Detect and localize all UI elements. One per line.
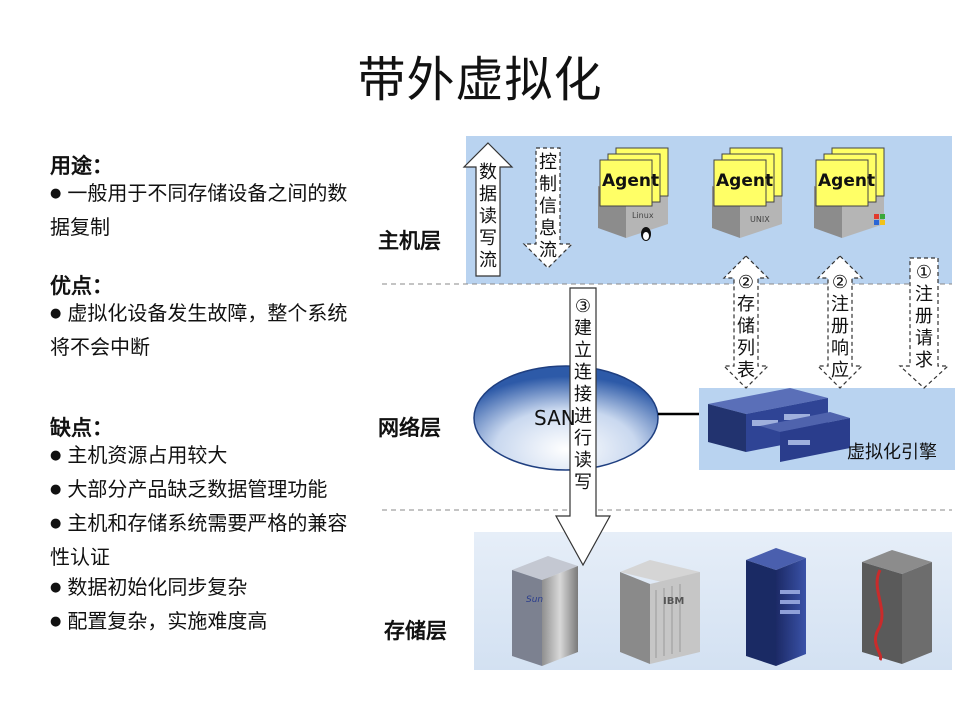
data-rw-arrow	[462, 142, 514, 277]
pros-heading: 优点：	[50, 274, 113, 298]
page-title: 带外虚拟化	[357, 52, 603, 108]
svg-text:Sun: Sun	[526, 595, 543, 605]
storage-layer-label: 存储层	[384, 619, 447, 643]
agent-label: Agent	[602, 171, 660, 191]
network-layer-label: 网络层	[378, 416, 441, 440]
agent-note-1	[599, 147, 669, 207]
cons-item: 主机和存储系统需要严格的兼容性认证	[50, 508, 350, 572]
register-req-arrow	[898, 257, 950, 389]
san-cloud	[473, 365, 659, 471]
connect-arrow-label: ③建立连接进行读写	[574, 296, 592, 493]
data-rw-arrow-label: 数据读写流	[479, 162, 497, 271]
register-req-arrow-label: ①注册请求	[915, 262, 933, 371]
svg-text:UNIX: UNIX	[750, 215, 770, 224]
agent-note-2	[713, 147, 783, 207]
cons-item: 大部分产品缺乏数据管理功能	[50, 474, 350, 508]
agent-note-3	[815, 147, 885, 207]
pros-item: 虚拟化设备发生故障，整个系统将不会中断	[50, 298, 365, 362]
cons-item: 配置复杂，实施难度高	[50, 606, 350, 640]
agent-label: Agent	[716, 171, 774, 191]
san-label: SAN	[534, 406, 576, 430]
storage-navy-rack	[746, 548, 806, 666]
register-resp-arrow	[816, 255, 864, 389]
engine-device	[708, 388, 850, 462]
storage-sun: Sun	[512, 556, 578, 666]
use-item: 一般用于不同存储设备之间的数据复制	[50, 178, 350, 242]
control-arrow-label: 控制信息流	[539, 152, 557, 261]
cons-heading: 缺点：	[50, 416, 113, 440]
cons-item: 主机资源占用较大	[50, 440, 350, 474]
connect-arrow	[554, 287, 612, 567]
storage-hds	[862, 550, 932, 664]
host-layer-label: 主机层	[378, 229, 441, 253]
use-heading: 用途：	[50, 154, 113, 178]
engine-label: 虚拟化引擎	[847, 442, 937, 463]
storage-ibm: IBM	[620, 560, 700, 664]
agent-label: Agent	[818, 171, 876, 191]
register-resp-arrow-label: ②注册响应	[831, 272, 849, 381]
cons-item: 数据初始化同步复杂	[50, 572, 350, 606]
control-arrow	[522, 147, 574, 269]
storage-list-arrow-label: ②存储列表	[737, 272, 755, 381]
svg-text:Linux: Linux	[632, 211, 654, 220]
storage-list-arrow	[722, 255, 770, 389]
cons-list: 主机资源占用较大 大部分产品缺乏数据管理功能 主机和存储系统需要严格的兼容性认证…	[50, 440, 350, 640]
svg-text:IBM: IBM	[663, 596, 684, 607]
